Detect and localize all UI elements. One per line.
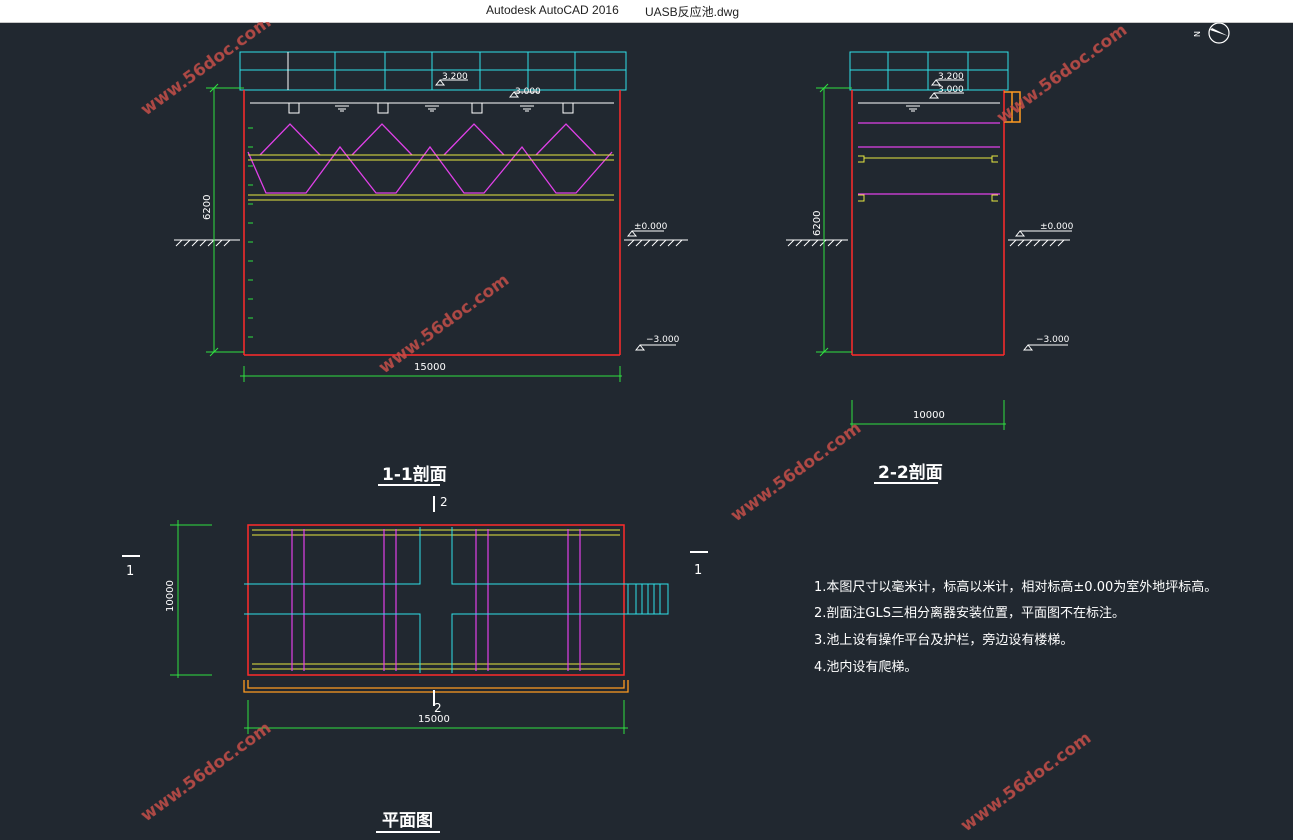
watermark: www.56doc.com — [727, 418, 865, 526]
ground-line — [174, 239, 688, 247]
cut-label-1-right: 1 — [694, 563, 702, 578]
file-name: UASB反应池.dwg — [645, 5, 740, 19]
section-cut-marks — [122, 496, 708, 706]
tank-walls — [243, 90, 621, 356]
width-dimension — [240, 366, 622, 382]
watermark: www.56doc.com — [137, 718, 275, 826]
watermark: www.56doc.com — [137, 22, 275, 120]
elev-ground-2: ±0.000 — [1040, 222, 1074, 232]
elevation-markers-2 — [928, 79, 1072, 351]
plan-height-dim — [170, 520, 212, 678]
platform-railing-2 — [849, 51, 1009, 91]
note-1: 1.本图尺寸以毫米计，标高以米计，相对标高±0.00为室外地坪标高。 — [814, 579, 1217, 595]
plan-view: 10000 15000 1 1 2 2 平面图 — [122, 495, 708, 833]
design-notes: 1.本图尺寸以毫米计，标高以米计，相对标高±0.00为室外地坪标高。 2.剖面注… — [814, 579, 1217, 675]
height-dimension-2 — [816, 83, 852, 357]
height-dim-text-2: 6200 — [812, 211, 823, 236]
section-2-2: 6200 10000 3.200 3.000 ±0.000 −3.000 2-2… — [786, 51, 1074, 484]
note-4: 4.池内设有爬梯。 — [814, 659, 917, 675]
north-arrow-icon: N — [1193, 22, 1230, 44]
cut-label-1-left: 1 — [126, 564, 134, 579]
cut-label-2-bottom: 2 — [434, 701, 442, 715]
plan-separators — [291, 529, 581, 671]
width-dimension-2 — [850, 400, 1006, 430]
section-1-1: 6200 15000 3.200 3.000 ±0.000 −3.000 1-1… — [174, 51, 688, 486]
compass-label: N — [1193, 31, 1202, 37]
plan-title: 平面图 — [382, 811, 433, 831]
watermark: www.56doc.com — [993, 22, 1131, 128]
width-dim-text: 15000 — [414, 362, 446, 373]
height-dim-text: 6200 — [202, 195, 213, 220]
section-1-1-title: 1-1剖面 — [382, 464, 447, 485]
plan-width-dim — [244, 700, 628, 734]
three-phase-separator — [247, 123, 613, 194]
external-ladder — [1004, 91, 1021, 123]
elev-water: 3.000 — [515, 87, 541, 97]
plan-beams — [252, 529, 620, 670]
watermark: www.56doc.com — [957, 728, 1095, 836]
elevation-markers — [434, 79, 676, 351]
beams-2 — [858, 155, 998, 202]
elev-top-2: 3.200 — [938, 72, 964, 82]
separator-beams — [248, 154, 614, 201]
plan-outline — [247, 524, 625, 676]
elev-bottom-2: −3.000 — [1036, 335, 1070, 345]
height-dimension — [206, 83, 244, 357]
elev-water-2: 3.000 — [938, 85, 964, 95]
elev-top: 3.200 — [442, 72, 468, 82]
separator-2 — [858, 122, 1000, 195]
tank-walls-2 — [851, 90, 1005, 356]
plan-height-text: 10000 — [165, 580, 176, 612]
note-2: 2.剖面注GLS三相分离器安装位置，平面图不在标注。 — [814, 605, 1125, 621]
ladder-rungs — [248, 127, 253, 338]
window-titlebar: Autodesk AutoCAD 2016 UASB反应池.dwg — [0, 0, 1293, 23]
ground-line-2 — [786, 239, 1070, 247]
platform-railing — [239, 51, 627, 91]
elev-bottom: −3.000 — [646, 335, 680, 345]
cut-label-2-top: 2 — [440, 495, 448, 509]
section-2-2-title: 2-2剖面 — [878, 462, 943, 483]
water-surface — [250, 102, 614, 114]
plan-width-text: 15000 — [418, 714, 450, 725]
drawing-canvas[interactable]: 6200 15000 3.200 3.000 ±0.000 −3.000 1-1… — [0, 22, 1293, 840]
elev-ground: ±0.000 — [634, 222, 668, 232]
note-3: 3.池上设有操作平台及护栏，旁边设有楼梯。 — [814, 632, 1073, 648]
width-dim-text-2: 10000 — [913, 410, 945, 421]
watermarks: www.56doc.com www.56doc.com www.56doc.co… — [137, 22, 1131, 836]
app-title: Autodesk AutoCAD 2016 — [486, 3, 619, 17]
plan-channels — [244, 527, 669, 673]
plan-stair — [243, 680, 629, 693]
